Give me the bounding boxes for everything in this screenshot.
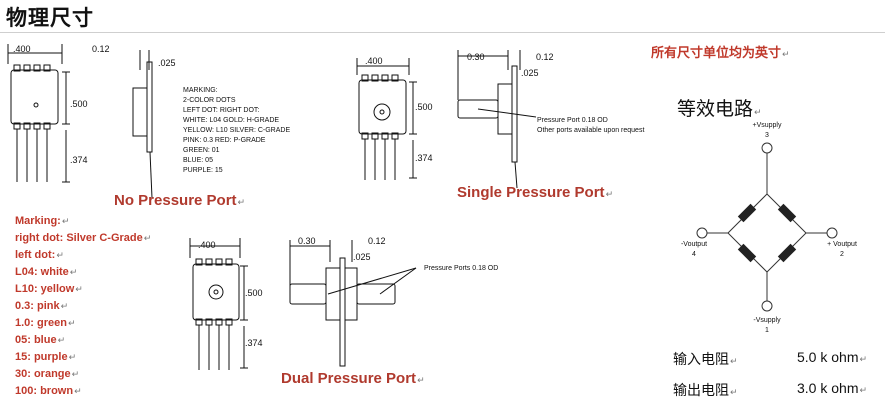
legend-item: 15: purple↵ [15, 351, 77, 363]
legend-item: L04: white↵ [15, 266, 78, 278]
output-resistance-value: 3.0 k ohm↵ [797, 380, 868, 396]
chip-front-view-dual [189, 238, 248, 370]
dim-offset-none: 0.12 [92, 44, 110, 54]
dim-a-dual: 0.30 [298, 236, 316, 246]
caption-no-pressure-port: No Pressure Port↵ [114, 192, 246, 209]
legend-item: L10: yellow↵ [15, 283, 83, 295]
title-divider [0, 32, 885, 33]
bridge-circuit [696, 142, 838, 312]
dim-lead-dual: .374 [245, 338, 263, 348]
legend-item: 1.0: green↵ [15, 317, 76, 329]
legend-item: 05: blue↵ [15, 334, 66, 346]
marking-block: MARKING: 2-COLOR DOTS LEFT DOT: RIGHT DO… [183, 87, 291, 174]
caption-single-pressure-port: Single Pressure Port↵ [457, 184, 614, 201]
dim-lead-none: .374 [70, 155, 88, 165]
dim-height-none: .500 [70, 99, 88, 109]
dim-thick-none: .025 [158, 58, 176, 68]
input-resistance-value: 5.0 k ohm↵ [797, 349, 868, 365]
dim-height-dual: .500 [245, 288, 263, 298]
chip-front-view-single [356, 58, 417, 180]
chip-front-view-none [7, 44, 70, 183]
legend-item: right dot: Silver C-Grade↵ [15, 232, 152, 244]
dim-width-dual: .400 [198, 240, 216, 250]
dim-a-single: 0.30 [467, 52, 485, 62]
chip-side-view-none [132, 50, 153, 199]
chip-side-view-single [457, 50, 537, 189]
dim-thick-single: .025 [521, 68, 539, 78]
legend-item: Marking:↵ [15, 215, 70, 227]
output-resistance-label: 输出电阻↵ [673, 382, 738, 398]
legend-item: 100: brown↵ [15, 385, 82, 397]
legend-item: 0.3: pink↵ [15, 300, 69, 312]
bridge-resistors [737, 203, 797, 263]
dim-lead-single: .374 [415, 153, 433, 163]
caption-dual-pressure-port: Dual Pressure Port↵ [281, 370, 425, 387]
dim-width-single: .400 [365, 56, 383, 66]
page-title: 物理尺寸 [6, 7, 94, 30]
input-resistance-label: 输入电阻↵ [673, 351, 738, 367]
dim-b-dual: 0.12 [368, 236, 386, 246]
dim-width-none: .400 [13, 44, 31, 54]
dim-thick-dual: .025 [353, 252, 371, 262]
dim-b-single: 0.12 [536, 52, 554, 62]
port-note-single: Pressure Port 0.18 OD Other ports availa… [537, 117, 645, 134]
dim-height-single: .500 [415, 102, 433, 112]
equivalent-circuit-title: 等效电路↵ [677, 99, 762, 120]
marking-legend: Marking:↵ right dot: Silver C-Grade↵ lef… [15, 213, 151, 400]
legend-item: left dot:↵ [15, 249, 64, 261]
port-note-dual: Pressure Ports 0.18 OD [424, 265, 499, 272]
legend-item: 30: orange↵ [15, 368, 80, 380]
chip-side-view-dual [289, 240, 417, 367]
units-note: 所有尺寸单位均为英寸↵ [651, 45, 790, 60]
